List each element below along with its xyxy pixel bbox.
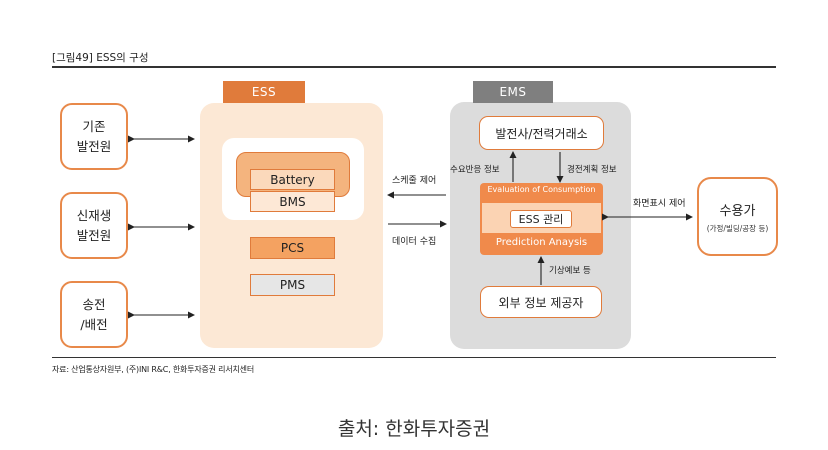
- consumer-box: 수용가 (가정/빌딩/공장 등): [697, 177, 778, 256]
- ess-management-box: ESS 관리: [510, 210, 572, 228]
- ems-header: EMS: [473, 81, 553, 103]
- external-provider-box: 외부 정보 제공자: [480, 286, 602, 318]
- economic-plan-label: 경전계획 정보: [567, 165, 617, 175]
- consumer-title: 수용가: [719, 203, 756, 219]
- bottom-rule: [52, 357, 776, 358]
- node-renewable-generation: 신재생 발전원: [60, 192, 128, 259]
- top-rule: [52, 66, 776, 68]
- pcs-box: PCS: [250, 237, 335, 259]
- demand-response-label: 수요반응 정보: [450, 165, 500, 175]
- consumer-subtitle: (가정/빌딩/공장 등): [706, 223, 769, 233]
- node-transmission-distribution: 송전 /배전: [60, 281, 128, 348]
- pms-box: PMS: [250, 274, 335, 296]
- generator-exchange-box: 발전사/전력거래소: [479, 116, 604, 150]
- node-existing-generation: 기존 발전원: [60, 103, 128, 170]
- source-note: 자료: 산업통상자원부, (주)INI R&C, 한화투자증권 리서치센터: [52, 365, 254, 374]
- evaluation-label: Evaluation of Consumption: [487, 185, 596, 194]
- caption: 출처: 한화투자증권: [337, 418, 491, 440]
- schedule-control-label: 스케줄 제어: [392, 176, 437, 186]
- prediction-label: Prediction Anaysis: [495, 237, 588, 248]
- weather-forecast-label: 기상예보 등: [549, 266, 591, 276]
- battery-label: Battery: [250, 169, 335, 190]
- display-control-label: 화면표시 제어: [633, 199, 686, 209]
- bms-label: BMS: [250, 191, 335, 212]
- figure-label: [그림49] ESS의 구성: [52, 52, 149, 64]
- ess-header: ESS: [223, 81, 305, 103]
- data-collection-label: 데이터 수집: [392, 237, 437, 247]
